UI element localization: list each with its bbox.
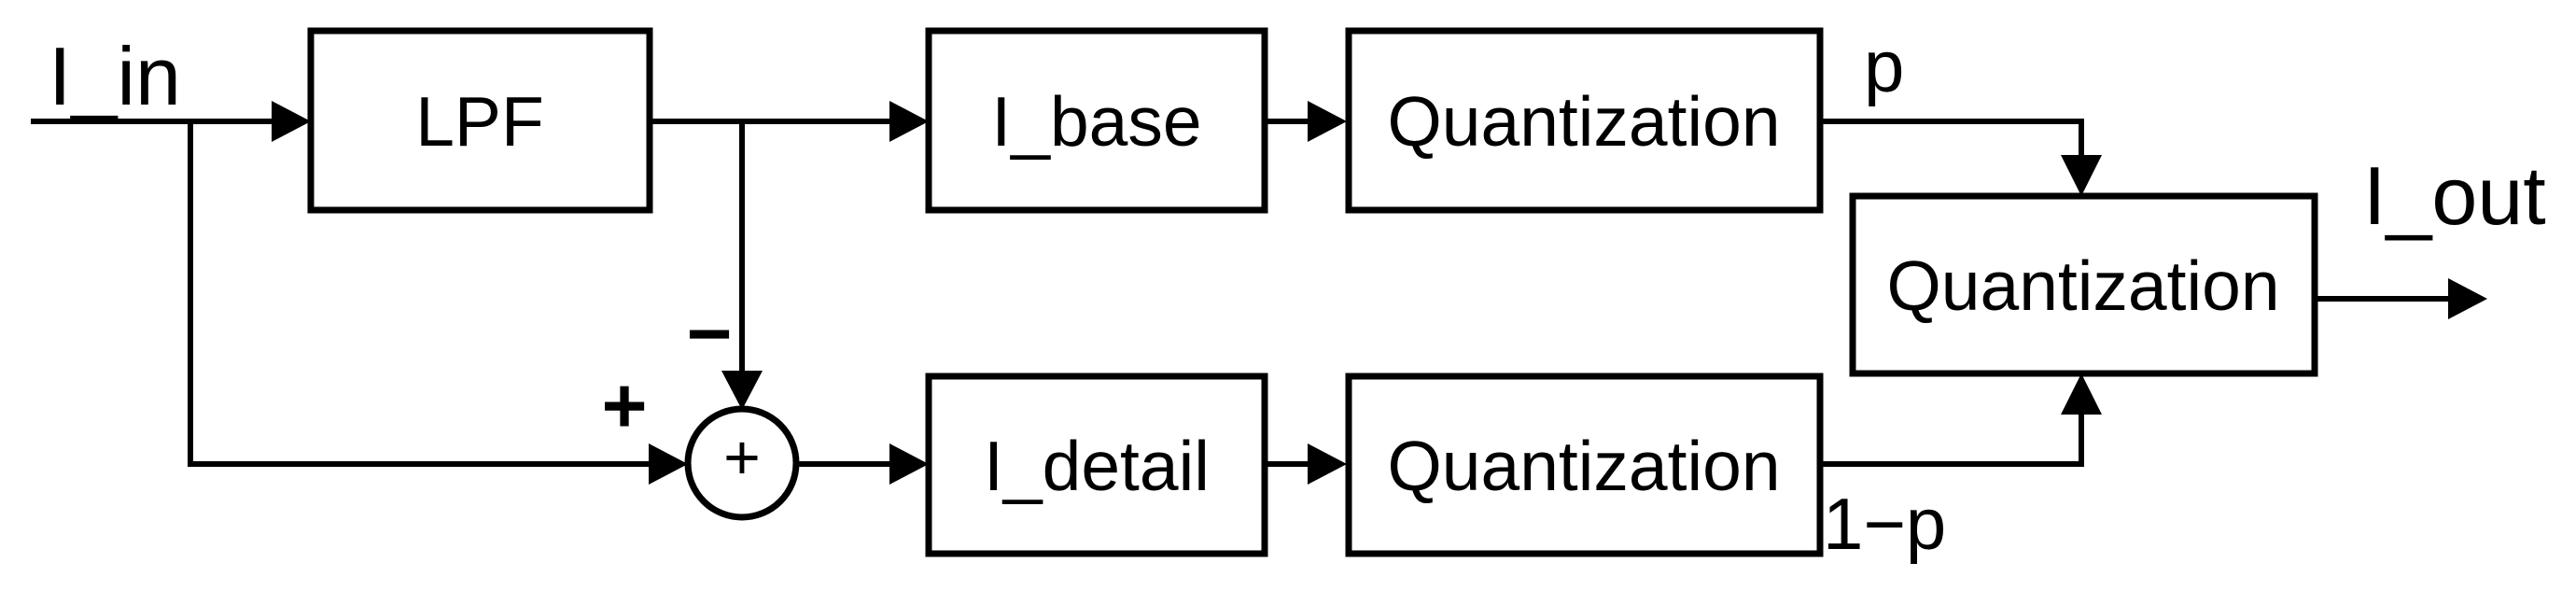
quantization-detail-label: Quantization	[1387, 427, 1780, 505]
quantization-detail-block	[1345, 373, 1824, 557]
wire-input-branch-to-sum	[188, 121, 651, 467]
detail-weight-label: 1−p	[1823, 483, 1946, 565]
quantization-base-block	[1345, 27, 1824, 214]
base-weight-label: p	[1864, 25, 1904, 107]
input-signal-label: I_in	[49, 30, 181, 122]
lpf-label: LPF	[415, 82, 544, 161]
arrowhead-into-final-top-icon	[2061, 155, 2102, 196]
idetail-label: I_detail	[984, 427, 1210, 505]
sum-junction	[684, 405, 800, 521]
idetail-block	[925, 373, 1268, 557]
output-signal-label: I_out	[2363, 149, 2546, 242]
wire-quantdetail-to-final	[1820, 413, 2084, 467]
lpf-block	[307, 27, 653, 214]
arrowhead-into-idetail-icon	[889, 443, 929, 485]
arrowhead-output-icon	[2448, 278, 2487, 319]
wire-quantbase-to-final	[1820, 119, 2084, 157]
sum-plus-sign: +	[601, 361, 647, 449]
ibase-block	[925, 27, 1268, 214]
quantization-final-label: Quantization	[1886, 246, 2279, 325]
quantization-final-block	[1849, 192, 2318, 377]
quantization-base-label: Quantization	[1387, 82, 1780, 161]
sum-minus-sign: −	[686, 289, 732, 377]
ibase-label: I_base	[991, 82, 1201, 161]
arrowhead-into-sum-left-icon	[649, 443, 688, 485]
arrowhead-into-sum-top-icon	[721, 371, 763, 410]
arrowhead-into-ibase-icon	[889, 101, 929, 142]
sum-operator-glyph: +	[723, 422, 761, 493]
arrowhead-into-final-bottom-icon	[2061, 373, 2102, 415]
arrowhead-into-quantbase-icon	[1308, 101, 1347, 142]
arrowhead-into-lpf-icon	[272, 101, 311, 142]
arrowhead-into-quantdetail-icon	[1308, 443, 1347, 485]
